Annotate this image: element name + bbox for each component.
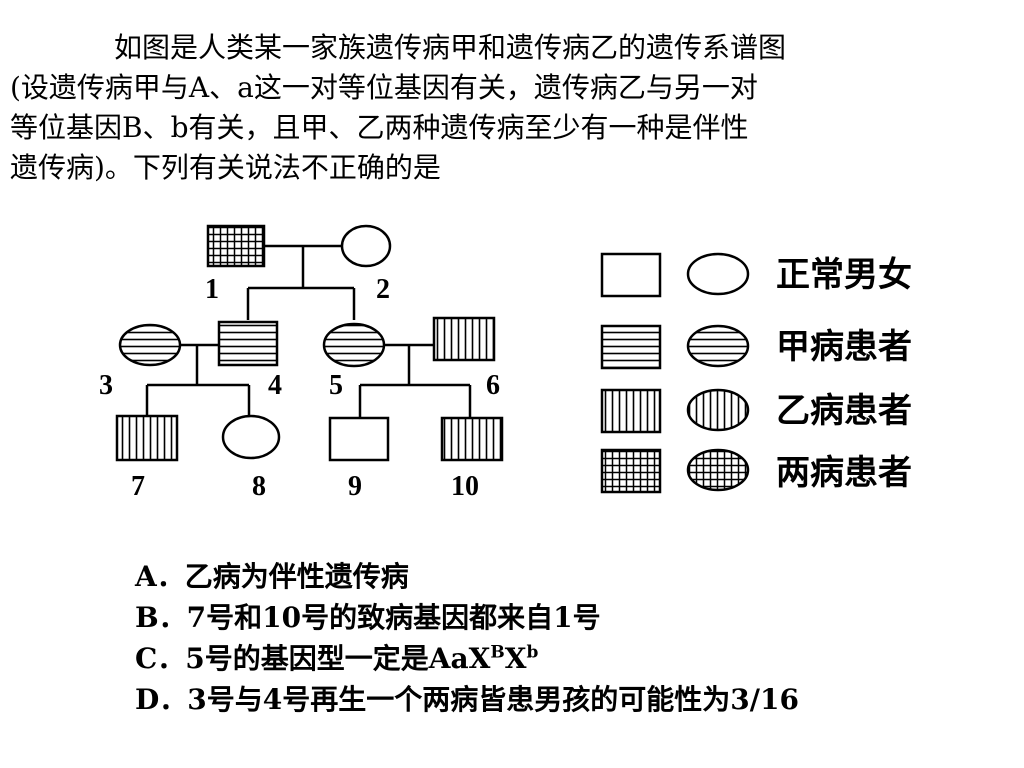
legend-normal-label: 正常男女 xyxy=(776,255,912,295)
individual-10-label: 10 xyxy=(451,471,479,502)
answer-options: A．乙病为伴性遗传病 B．7号和10号的致病基因都来自1号 C．5号的基因型一定… xyxy=(135,556,799,720)
individual-5-label: 5 xyxy=(329,370,343,401)
individual-1-label: 1 xyxy=(205,274,219,305)
individual-3-symbol xyxy=(118,323,182,367)
option-d[interactable]: D．3号与4号再生一个两病皆患男孩的可能性为3/16 xyxy=(135,683,799,716)
individual-4-label: 4 xyxy=(268,370,282,401)
pedigree-individuals xyxy=(115,224,504,462)
legend-both-label: 两病患者 xyxy=(776,453,912,493)
legend-jia-label: 甲病患者 xyxy=(776,327,912,367)
question-text: 如图是人类某一家族遗传病甲和遗传病乙的遗传系谱图(设遗传病甲与A、a这一对等位基… xyxy=(10,31,787,184)
legend-jia-female-symbol xyxy=(686,324,750,368)
option-c[interactable]: C．5号的基因型一定是AaXBXb xyxy=(135,642,539,675)
individual-4-symbol xyxy=(217,320,279,367)
legend-normal-female-symbol xyxy=(686,252,750,296)
legend-both-female-symbol xyxy=(686,448,750,492)
individual-7-label: 7 xyxy=(131,471,145,502)
individual-3-label: 3 xyxy=(99,370,113,401)
legend xyxy=(600,252,750,494)
individual-2-label: 2 xyxy=(376,274,390,305)
individual-8-label: 8 xyxy=(252,471,266,502)
individual-2-symbol xyxy=(340,224,392,268)
individual-9-symbol xyxy=(328,416,390,462)
individual-6-label: 6 xyxy=(486,370,500,401)
pedigree-lines xyxy=(145,244,472,418)
legend-normal-male-symbol xyxy=(600,252,662,298)
legend-yi-female-symbol xyxy=(686,388,750,432)
legend-both-male-symbol xyxy=(600,448,662,494)
individual-1-symbol xyxy=(206,224,266,268)
option-b[interactable]: B．7号和10号的致病基因都来自1号 xyxy=(135,601,601,634)
individual-9-label: 9 xyxy=(348,471,362,502)
individual-7-symbol xyxy=(115,414,179,462)
individual-5-symbol xyxy=(322,322,386,368)
legend-yi-label: 乙病患者 xyxy=(776,391,912,431)
individual-8-symbol xyxy=(221,414,281,460)
individual-6-symbol xyxy=(432,316,496,362)
option-a[interactable]: A．乙病为伴性遗传病 xyxy=(135,560,409,593)
individual-10-symbol xyxy=(440,416,504,462)
legend-jia-male-symbol xyxy=(600,324,662,370)
legend-yi-male-symbol xyxy=(600,388,662,434)
